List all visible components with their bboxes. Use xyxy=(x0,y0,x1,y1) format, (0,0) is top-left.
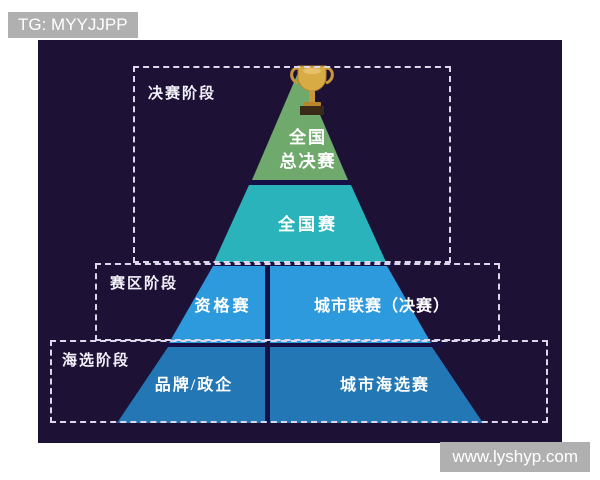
stage-label-final: 决赛阶段 xyxy=(148,86,217,102)
tier-shape-national xyxy=(214,185,386,262)
stage-label-region: 赛区阶段 xyxy=(110,276,179,292)
stage-box-audition xyxy=(50,340,548,423)
stage-box-final xyxy=(133,66,451,263)
tier-label-city-audition: 城市海选赛 xyxy=(339,377,430,394)
watermark-top-left: TG: MYYJJPP xyxy=(8,12,138,38)
stage-label-audition: 海选阶段 xyxy=(62,353,131,369)
watermark-bottom-right: www.lyshyp.com xyxy=(440,442,590,472)
tier-label-national-final: 全国 总决赛 xyxy=(278,126,338,174)
tier-label-national-final-line2: 总决赛 xyxy=(279,152,337,171)
tier-shape-national-final xyxy=(252,68,348,180)
tier-label-qualifier: 资格赛 xyxy=(194,298,252,315)
pyramid-graphic xyxy=(117,68,483,423)
trophy-icon xyxy=(290,65,334,115)
tier-separator-3 xyxy=(163,343,443,347)
tier-separator-1 xyxy=(249,180,351,185)
tier-vertical-divider xyxy=(265,266,270,423)
tier-shape-audition xyxy=(117,347,483,423)
tier-label-brand-gov: 品牌/政企 xyxy=(154,377,234,394)
tier-label-national: 全国赛 xyxy=(278,215,338,234)
tier-label-national-final-line1: 全国 xyxy=(289,128,327,147)
tier-shape-region xyxy=(169,266,431,343)
tier-label-city-league: 城市联赛（决赛） xyxy=(313,298,450,315)
